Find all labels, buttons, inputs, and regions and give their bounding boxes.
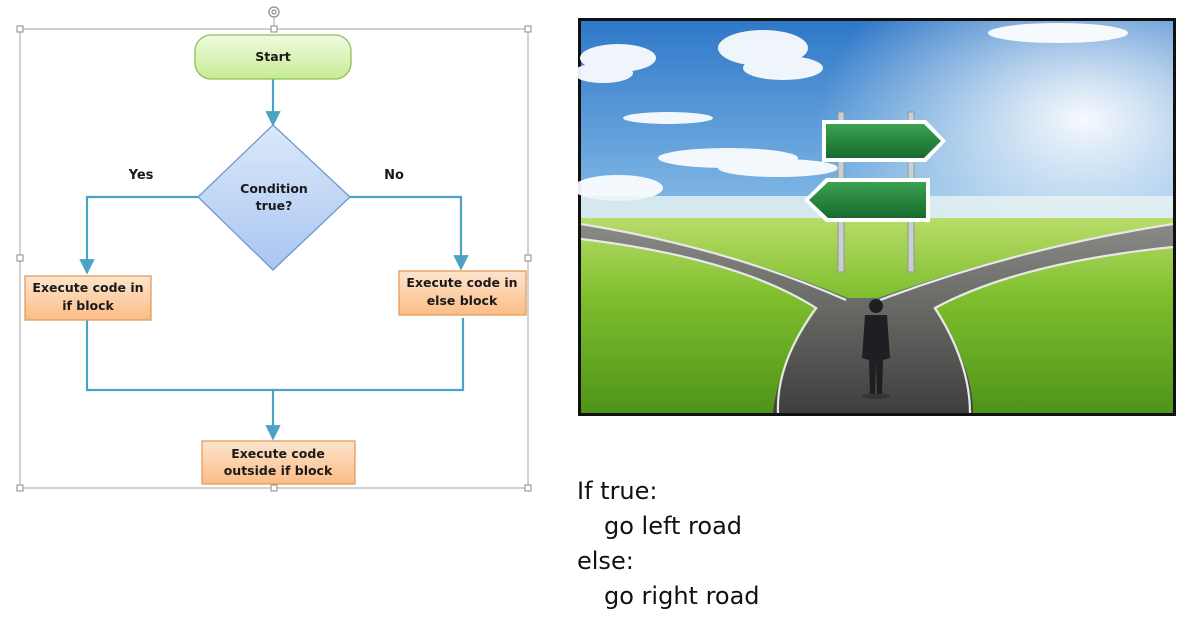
resize-handle bbox=[524, 254, 532, 262]
else-block-label-line1: Execute code in bbox=[406, 275, 517, 290]
code-line-left: go left road bbox=[604, 512, 743, 540]
if-block-label-line2: if block bbox=[62, 298, 114, 313]
resize-handle bbox=[16, 254, 24, 262]
outside-block-label-line1: Execute code bbox=[231, 446, 325, 461]
resize-handle bbox=[16, 484, 24, 492]
else-block-label-line2: else block bbox=[427, 293, 498, 308]
selection-frame[interactable] bbox=[16, 6, 532, 492]
rotate-handle-icon[interactable] bbox=[268, 6, 280, 18]
resize-handle bbox=[524, 25, 532, 33]
start-node[interactable]: Start bbox=[194, 34, 352, 80]
condition-label-line2: true? bbox=[256, 198, 293, 213]
condition-label-line1: Condition bbox=[240, 181, 308, 196]
decision-node[interactable]: Condition true? bbox=[197, 124, 351, 271]
resize-handle bbox=[524, 484, 532, 492]
outside-block-node[interactable]: Execute code outside if block bbox=[201, 440, 356, 485]
if-block-label-line1: Execute code in bbox=[32, 280, 143, 295]
outside-block-label-line2: outside if block bbox=[224, 463, 333, 478]
code-line-else: else: bbox=[577, 547, 634, 575]
right-arrow-sign-icon bbox=[822, 120, 946, 162]
resize-handle bbox=[16, 25, 24, 33]
left-arrow-sign-icon bbox=[804, 178, 930, 222]
resize-handle bbox=[270, 484, 278, 492]
start-label: Start bbox=[255, 49, 291, 64]
no-label: No bbox=[384, 168, 404, 183]
if-block-node[interactable]: Execute code in if block bbox=[24, 275, 152, 321]
else-block-node[interactable]: Execute code in else block bbox=[398, 270, 527, 316]
man-figure-icon bbox=[862, 299, 890, 399]
pseudo-code: If true: go left road else: go right roa… bbox=[577, 474, 760, 614]
resize-handle bbox=[270, 25, 278, 33]
code-line-if: If true: bbox=[577, 477, 658, 505]
flowchart: Start Condition true? Yes No Execute cod… bbox=[16, 6, 532, 492]
crossroads-photo bbox=[578, 18, 1176, 416]
code-line-right: go right road bbox=[604, 582, 760, 610]
yes-label: Yes bbox=[128, 168, 154, 183]
connectors bbox=[79, 79, 469, 441]
